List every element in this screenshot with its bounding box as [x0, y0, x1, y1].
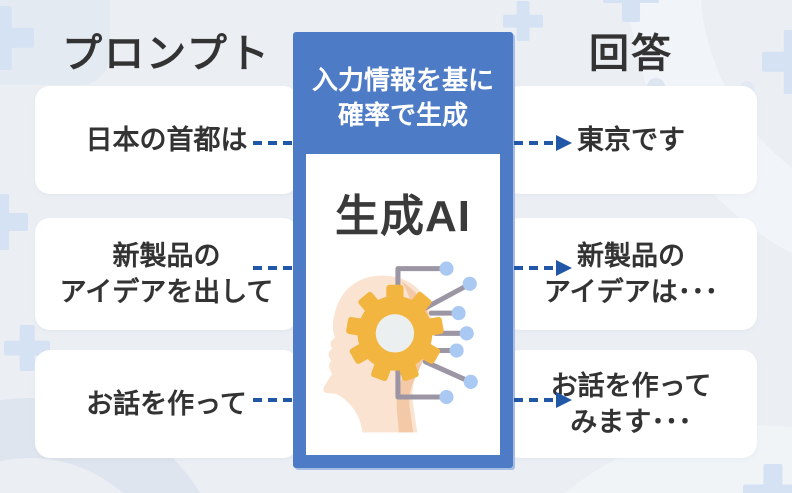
answer-card-1-text: 東京です [577, 125, 685, 155]
prompt-card-3: お話を作って [35, 350, 298, 458]
plus-icon [743, 464, 792, 493]
arrow-shaft [514, 398, 554, 402]
generative-ai-panel: 入力情報を基に 確率で生成 生成AI [293, 32, 513, 468]
prompt-card-1: 日本の首都は [35, 86, 298, 194]
dashed-connector-left-3 [253, 398, 293, 402]
answer-column-header: 回答 [589, 32, 673, 76]
arrow-shaft [514, 141, 554, 145]
prompt-card-2-line2: アイデアを出して [59, 277, 274, 307]
dashed-connector-left-2 [253, 266, 293, 270]
prompt-card-2: 新製品の アイデアを出して [35, 218, 298, 330]
arrow-shaft [514, 266, 554, 270]
ai-head-gear-circuit-icon [323, 261, 478, 433]
dashed-connector-left-1 [253, 141, 293, 145]
panel-title: 生成AI [335, 192, 471, 241]
arrow-right-2 [514, 259, 572, 277]
plus-icon [0, 194, 28, 250]
answer-card-3-line2: みます･･･ [570, 407, 692, 437]
plus-icon [762, 30, 792, 94]
plus-icon [0, 6, 34, 70]
prompt-card-3-text: お話を作って [86, 389, 247, 419]
plus-icon [603, 0, 659, 22]
answer-card-2-line1: 新製品の [577, 241, 685, 271]
answer-card-2-line2: アイデアは･･･ [543, 277, 719, 307]
gear-center [375, 314, 415, 353]
circuit-traces [395, 266, 469, 400]
circuit-nodes [439, 261, 478, 405]
panel-caption: 入力情報を基に 確率で生成 [293, 32, 513, 154]
panel-caption-line1: 入力情報を基に [311, 65, 494, 95]
arrow-head-icon [556, 135, 572, 151]
arrow-right-3 [514, 391, 572, 409]
answer-card-3-line1: お話を作って [550, 371, 712, 401]
arrow-head-icon [556, 392, 572, 408]
panel-inner: 生成AI [306, 154, 500, 455]
prompt-card-1-text: 日本の首都は [85, 125, 248, 155]
prompt-column-header: プロンプト [62, 32, 271, 76]
arrow-right-1 [514, 134, 572, 152]
gear-icon [346, 284, 444, 382]
panel-caption-line2: 確率で生成 [337, 100, 468, 130]
prompt-card-2-line1: 新製品の [112, 241, 221, 271]
arrow-head-icon [556, 260, 572, 276]
